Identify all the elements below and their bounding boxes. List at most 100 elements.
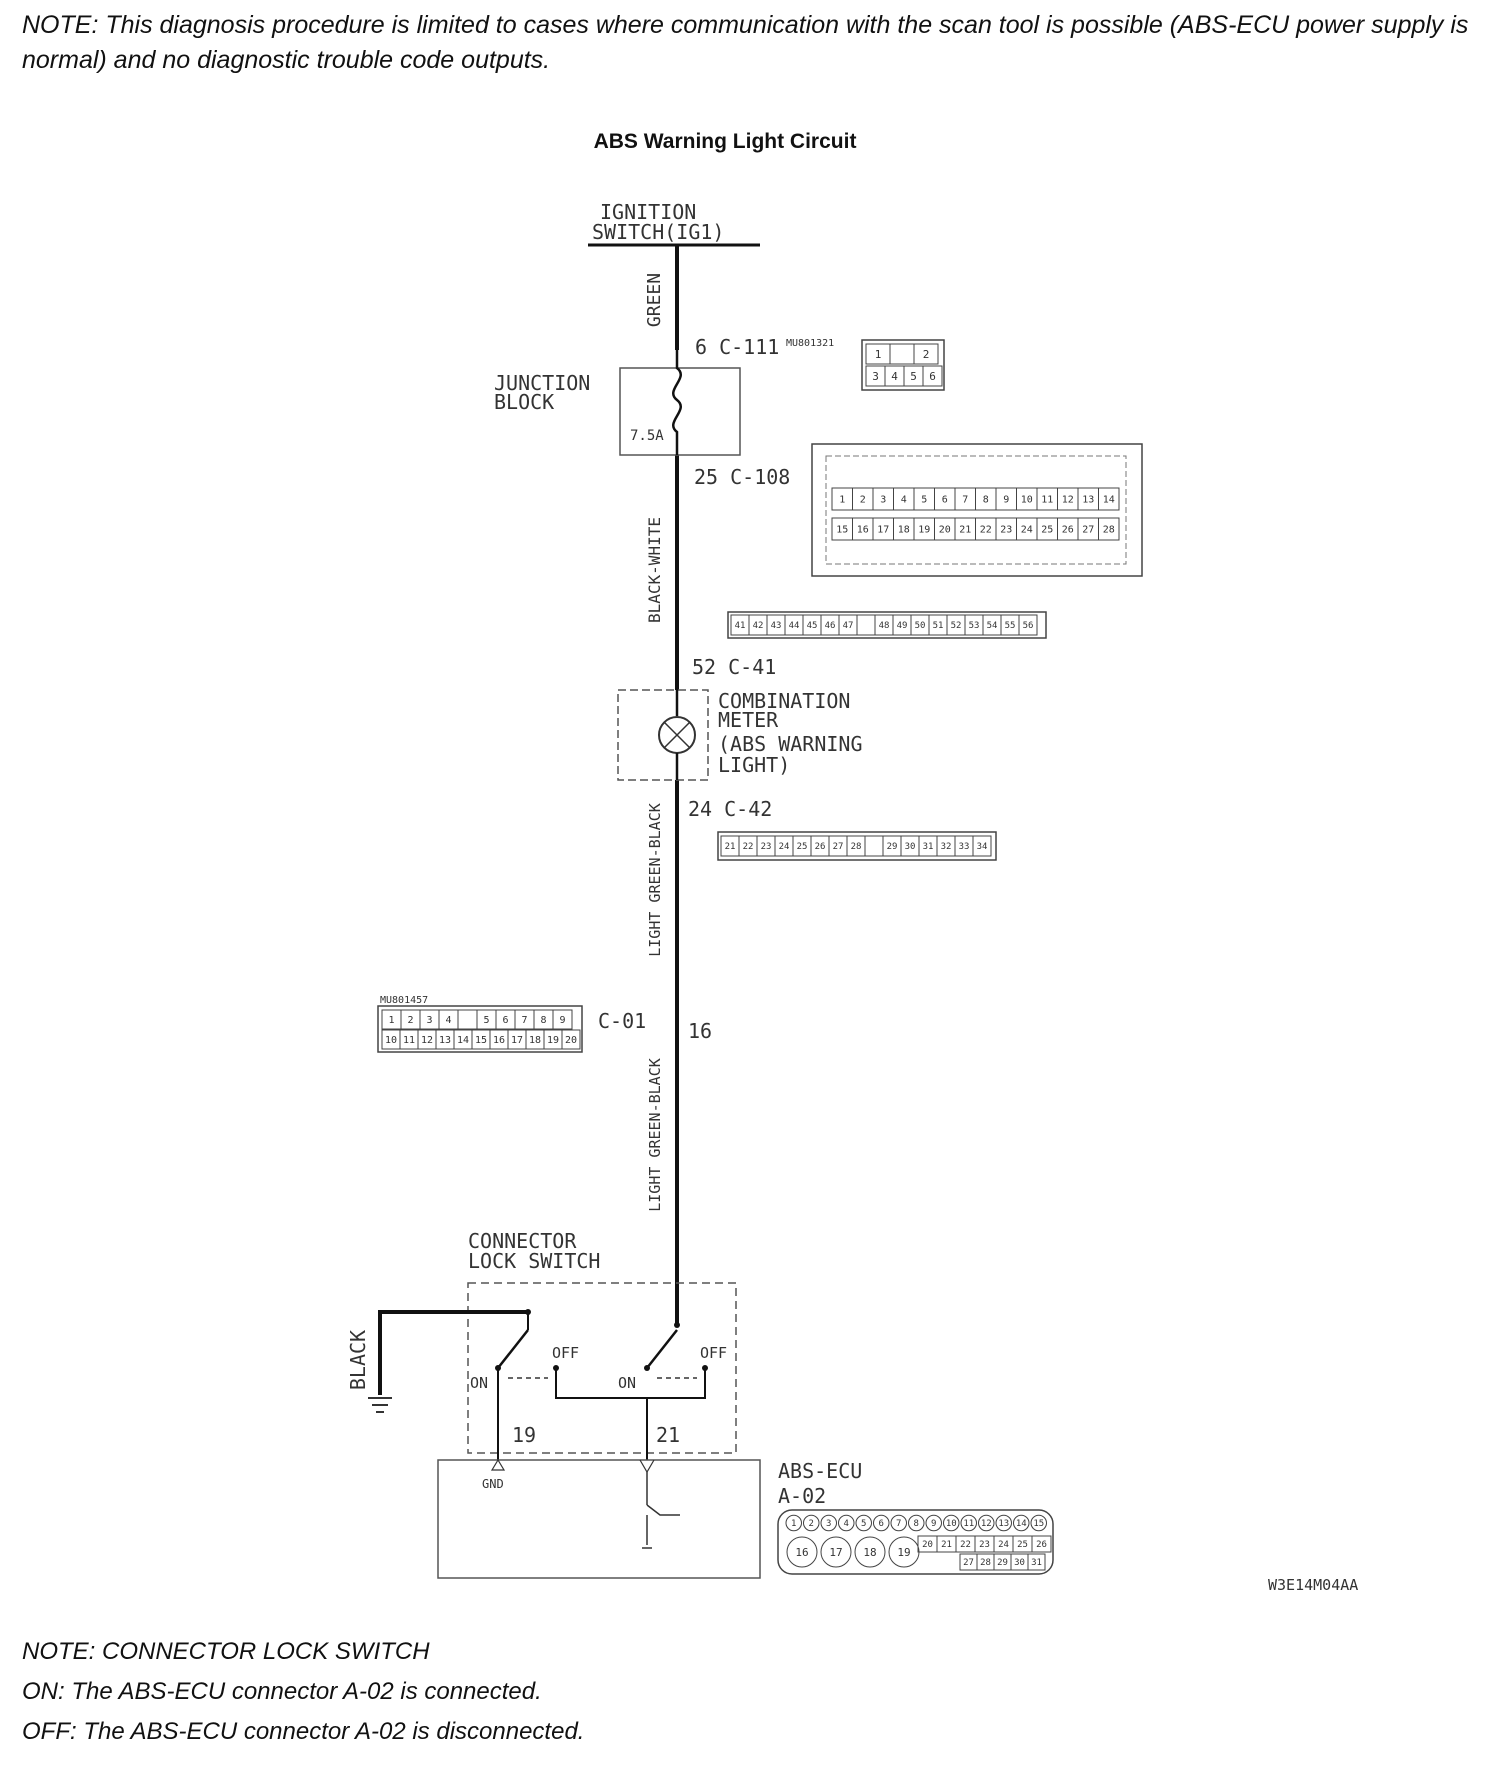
warning-lamp-filament-2 — [663, 721, 691, 749]
connector-pin — [854, 1536, 886, 1568]
connector-pin-label: 27 — [833, 842, 844, 852]
connector-pin-label: 4 — [844, 1519, 849, 1529]
ecu-input-mark — [639, 1459, 655, 1474]
connector-pin — [1027, 1553, 1046, 1571]
connector-pin-label: 22 — [980, 525, 992, 536]
connector-housing — [777, 1509, 1054, 1575]
connector-pin-label: 20 — [939, 525, 951, 536]
connector-pin-label: 50 — [915, 621, 926, 631]
connector-pin-label: 25 — [1017, 1540, 1028, 1550]
connector-pin-label: 22 — [960, 1540, 971, 1550]
connector-pin-label: 48 — [879, 621, 890, 631]
connector-pin-label: 1 — [388, 1015, 394, 1026]
connector-pin-label: 18 — [529, 1035, 541, 1046]
connector-pin-label: 4 — [445, 1015, 451, 1026]
connector-lock-switch-label-2: LOCK SWITCH — [468, 1249, 600, 1273]
connector-pin — [995, 1514, 1012, 1532]
connector-pin-label: 14 — [457, 1035, 469, 1046]
gnd-triangle-icon — [490, 1458, 506, 1471]
connector-pin-label: 17 — [829, 1546, 842, 1559]
combination-meter-label-3: (ABS WARNING — [718, 732, 863, 756]
connector-pin-label: 11 — [1041, 495, 1053, 506]
connector-pin-label: 30 — [905, 842, 916, 852]
ignition-switch-label-1: IGNITION — [600, 200, 696, 224]
connector-pin-label: 28 — [1103, 525, 1115, 536]
connector-pin-label: 4 — [901, 495, 907, 506]
abs-ecu-label-1: ABS-ECU — [778, 1459, 862, 1483]
note-bottom: NOTE: CONNECTOR LOCK SWITCH ON: The ABS-… — [22, 1632, 1422, 1752]
connector-pin-label: 1 — [791, 1519, 796, 1529]
connector-pin-label: 17 — [511, 1035, 523, 1046]
connector-pin — [890, 1514, 907, 1532]
connector-pin — [913, 343, 939, 365]
off-contacts-bridge — [555, 1368, 706, 1399]
connector-pin-label: 15 — [1033, 1519, 1044, 1529]
connector-pin-label: 13 — [439, 1035, 451, 1046]
wire-color-light-green-black-2: LIGHT GREEN-BLACK — [646, 1058, 664, 1212]
connector-pin — [889, 343, 915, 365]
connector-pin-label: 11 — [403, 1035, 415, 1046]
connector-pin-label: 2 — [407, 1015, 413, 1026]
right-switch-on-label: ON — [618, 1374, 636, 1392]
connector-pin-label: 21 — [725, 842, 736, 852]
junction-block-label-2: BLOCK — [494, 390, 554, 414]
connector-pin-label: 7 — [962, 495, 968, 506]
connector-pin — [552, 1009, 573, 1030]
connector-housing — [717, 831, 997, 861]
connector-pin-label: 20 — [565, 1035, 577, 1046]
note-bottom-line-2: ON: The ABS-ECU connector A-02 is connec… — [22, 1678, 542, 1705]
connector-inner-frame — [825, 455, 1127, 565]
wire-color-green: GREEN — [644, 273, 665, 327]
wire-color-light-green-black-1: LIGHT GREEN-BLACK — [646, 803, 664, 957]
terminal-c108: 25 C-108 — [694, 465, 790, 489]
connector-pin — [908, 1514, 925, 1532]
connector-pin-label: 21 — [959, 525, 971, 536]
terminal-c41: 52 C-41 — [692, 655, 776, 679]
connector-pin — [1018, 614, 1038, 636]
combination-meter-label-1: COMBINATION — [718, 689, 850, 713]
connector-pin-label: 5 — [861, 1519, 866, 1529]
connector-pin-label: 1 — [839, 495, 845, 506]
connector-pin-label: 25 — [1041, 525, 1053, 536]
connector-pin-label: 14 — [1103, 495, 1115, 506]
connector-pin — [786, 1536, 818, 1568]
connector-pin-label: 19 — [918, 525, 930, 536]
connector-pin-label: 6 — [502, 1015, 508, 1026]
connector-pin-label: 1 — [875, 348, 882, 361]
connector-pin-label: 4 — [891, 370, 898, 383]
connector-pin-label: 49 — [897, 621, 908, 631]
connector-pin-label: 3 — [426, 1015, 432, 1026]
connector-pin-label: 19 — [897, 1546, 910, 1559]
connector-pin — [864, 835, 884, 857]
connector-pin-label: 42 — [753, 621, 764, 631]
connector-pin — [972, 835, 992, 857]
connector-pin-label: 29 — [887, 842, 898, 852]
connector-pin-label: 23 — [761, 842, 772, 852]
connector-pin-label: 19 — [547, 1035, 559, 1046]
connector-housing — [861, 339, 945, 391]
connector-pin — [457, 1009, 478, 1030]
connector-pin-label: 20 — [922, 1540, 933, 1550]
connector-pin-label: 31 — [923, 842, 934, 852]
connector-pin — [960, 1514, 977, 1532]
connector-pin-label: 2 — [809, 1519, 814, 1529]
connector-pin-label: 28 — [851, 842, 862, 852]
connector-pin-label: 10 — [1021, 495, 1033, 506]
connector-lock-switch-label-1: CONNECTOR — [468, 1229, 577, 1253]
left-switch-off-label: OFF — [552, 1344, 579, 1362]
ignition-switch-label-2: SWITCH(IG1) — [592, 220, 724, 244]
terminal-c01-pin: 16 — [688, 1019, 712, 1043]
connector-pin-label: 11 — [963, 1519, 974, 1529]
connector-pin-label: 18 — [898, 525, 910, 536]
connector-pin-label: 30 — [1014, 1558, 1025, 1568]
connector-pin-label: 56 — [1023, 621, 1034, 631]
connector-pin-label: 8 — [540, 1015, 546, 1026]
connector-pin-label: 51 — [933, 621, 944, 631]
terminal-c111: 6 C-111 — [695, 335, 779, 359]
connector-pin — [1098, 487, 1120, 511]
connector-pin — [1031, 1535, 1052, 1553]
connector-pin-label: 44 — [789, 621, 800, 631]
connector-pin-label: 33 — [959, 842, 970, 852]
